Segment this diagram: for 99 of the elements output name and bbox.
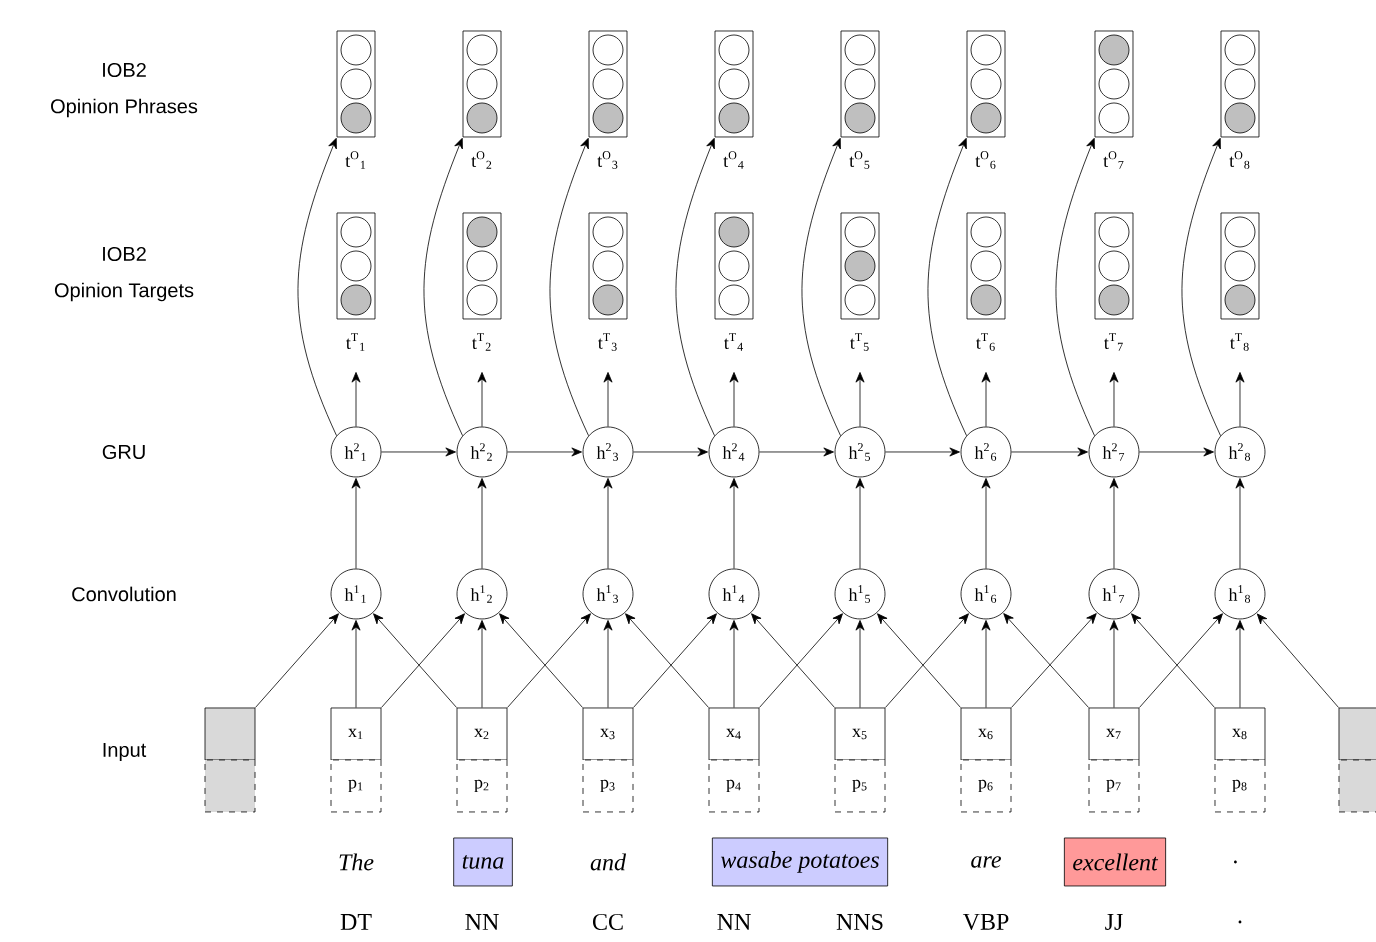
target-box <box>714 212 754 320</box>
padding-box <box>1338 759 1376 813</box>
arrow <box>1235 478 1245 569</box>
pos-tag: NN <box>465 914 499 930</box>
arrow <box>255 613 339 708</box>
arrow <box>801 137 841 437</box>
row-label: IOB2 <box>103 62 146 78</box>
row-label: Opinion Targets <box>54 282 194 302</box>
row-label: Input <box>103 743 147 761</box>
arrow <box>855 372 865 427</box>
highlighted-word: wasabe potatoes <box>711 837 889 887</box>
arrow <box>297 137 337 437</box>
arrow <box>381 447 456 457</box>
word-label: The <box>339 853 374 871</box>
arrow <box>477 620 487 708</box>
word-label: . <box>1234 860 1237 864</box>
arrow <box>1109 620 1119 708</box>
arrow <box>1181 137 1221 437</box>
arrow <box>351 620 361 708</box>
arrow <box>675 137 715 437</box>
output-box <box>588 30 628 138</box>
word-label: are <box>971 856 1001 868</box>
position-box: p$_{8}$ <box>1214 759 1266 813</box>
position-box: p$_{7}$ <box>1088 759 1140 813</box>
arrow <box>1139 447 1214 457</box>
pos-tag: NN <box>717 914 751 930</box>
target-box <box>966 212 1006 320</box>
input-box: x$_{4}$ <box>708 707 760 761</box>
padding-box <box>204 707 256 761</box>
arrow <box>981 372 991 427</box>
row-label: GRU <box>102 444 145 460</box>
arrow <box>1235 620 1245 708</box>
arrow <box>729 372 739 427</box>
arrow <box>1256 613 1339 708</box>
highlighted-word: excellent <box>1063 837 1167 887</box>
arrow <box>423 137 463 437</box>
highlighted-word: tuna <box>453 837 513 887</box>
arrow <box>1109 372 1119 427</box>
output-box <box>840 30 880 138</box>
target-box <box>588 212 628 320</box>
arrow <box>1109 478 1119 569</box>
input-box: x$_{5}$ <box>834 707 886 761</box>
arrow <box>477 478 487 569</box>
arrow <box>549 137 589 437</box>
padding-box <box>204 759 256 813</box>
target-box <box>1094 212 1134 320</box>
pos-tag: NNS <box>836 913 883 930</box>
word-label: and <box>590 853 627 871</box>
pos-tag: JJ <box>1105 914 1123 930</box>
target-box <box>1220 212 1260 320</box>
arrow <box>507 447 582 457</box>
arrow <box>981 478 991 569</box>
arrow <box>759 447 834 457</box>
input-box: x$_{1}$ <box>330 707 382 761</box>
arrow <box>351 372 361 427</box>
row-label: Opinion Phrases <box>51 98 198 118</box>
arrow <box>477 372 487 427</box>
position-box: p$_{3}$ <box>582 759 634 813</box>
input-box: x$_{8}$ <box>1214 707 1266 761</box>
output-box <box>462 30 502 138</box>
pos-tag: VBP <box>962 913 1009 930</box>
arrow <box>1011 447 1088 457</box>
arrow <box>927 137 967 437</box>
position-box: p$_{2}$ <box>456 759 508 813</box>
row-label: Convolution <box>72 586 176 602</box>
arrow <box>729 620 739 708</box>
arrow <box>633 447 708 457</box>
arrow <box>603 372 613 427</box>
position-box: p$_{4}$ <box>708 759 760 813</box>
position-box: p$_{5}$ <box>834 759 886 813</box>
pos-tag: CC <box>592 913 623 930</box>
output-box <box>336 30 376 138</box>
output-box <box>1094 30 1134 138</box>
arrow <box>855 620 865 708</box>
arrow <box>855 478 865 569</box>
pos-tag: DT <box>340 914 372 930</box>
arrow <box>1055 137 1095 437</box>
output-box <box>714 30 754 138</box>
arrow <box>729 478 739 569</box>
output-box <box>966 30 1006 138</box>
target-box <box>336 212 376 320</box>
arrow <box>1235 372 1245 427</box>
row-label: IOB2 <box>103 246 146 262</box>
arrow <box>981 620 991 708</box>
input-box: x$_{3}$ <box>582 707 634 761</box>
arrow <box>603 620 613 708</box>
padding-box <box>1338 707 1376 761</box>
input-box: x$_{2}$ <box>456 707 508 761</box>
arrow <box>603 478 613 569</box>
target-box <box>840 212 880 320</box>
position-box: p$_{6}$ <box>960 759 1012 813</box>
position-box: p$_{1}$ <box>330 759 382 813</box>
target-box <box>462 212 502 320</box>
pos-tag: . <box>1238 920 1242 924</box>
input-box: x$_{6}$ <box>960 707 1012 761</box>
input-box: x$_{7}$ <box>1088 707 1140 761</box>
arrow <box>351 478 361 569</box>
arrow <box>885 447 960 457</box>
output-box <box>1220 30 1260 138</box>
